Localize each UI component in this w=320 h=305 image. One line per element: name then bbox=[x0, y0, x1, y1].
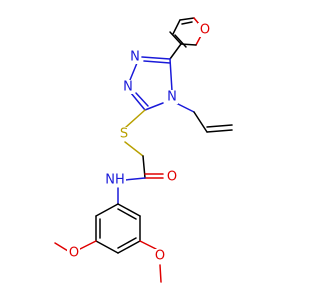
bond-furan-c4-c5 bbox=[179, 17, 195, 21]
bond-ar-6-1 bbox=[117, 203, 141, 217]
atom-label-n4: N bbox=[167, 90, 177, 105]
bond-n1-n2 bbox=[129, 62, 138, 81]
bond-n2-c3-double bbox=[135, 92, 149, 107]
bond-ch2-carbonyl bbox=[142, 155, 146, 179]
amide-group bbox=[117, 155, 164, 205]
bond-c5-n1 bbox=[141, 56, 171, 60]
atom-label-n2: N bbox=[123, 80, 133, 95]
bond-n4-ch2 bbox=[175, 102, 195, 113]
bond-furan-triazole bbox=[169, 43, 182, 60]
bond-furan-c4-c5-double bbox=[181, 21, 193, 25]
bond-o-ch3-left bbox=[54, 242, 69, 252]
bond-s-ch2 bbox=[124, 141, 144, 157]
benzene-ring bbox=[95, 203, 141, 254]
bond-n2-c3 bbox=[130, 92, 146, 111]
atom-label-amide-nh: NH bbox=[105, 173, 125, 188]
molecule-structure-diagram: O N N N S O NH O O bbox=[54, 17, 233, 283]
bond-furan-c2-link bbox=[180, 43, 197, 46]
bond-ch-ch2-terminal bbox=[206, 129, 233, 133]
atom-label-furan-o: O bbox=[200, 23, 210, 38]
atom-label-ome-o-left: O bbox=[69, 246, 79, 261]
bond-ch2-ch bbox=[193, 111, 208, 133]
bond-c3-n4 bbox=[144, 102, 164, 111]
bond-furan-c3-c4 bbox=[172, 19, 181, 35]
bond-furan-c2-c3-double bbox=[174, 34, 187, 48]
methoxy-right bbox=[139, 240, 162, 283]
bond-c3-s bbox=[125, 109, 146, 128]
triazole-ring bbox=[129, 56, 173, 111]
allyl-group bbox=[175, 102, 233, 133]
bond-ar-6-1-double bbox=[117, 208, 137, 220]
bond-carbonyl-n bbox=[124, 177, 146, 181]
bond-ar-o-right bbox=[139, 240, 157, 250]
bond-ar-4-5-double bbox=[117, 237, 137, 249]
atom-label-amide-o: O bbox=[167, 170, 177, 185]
bond-ar-3-4 bbox=[95, 240, 119, 254]
methoxy-left bbox=[54, 240, 97, 252]
bond-ch-ch2-terminal-double bbox=[206, 124, 233, 128]
bond-n4-c5 bbox=[169, 58, 173, 92]
bond-ar-4-5 bbox=[117, 240, 141, 254]
atom-label-ome-o-right: O bbox=[155, 249, 165, 264]
atom-labels: O N N N S O NH O O bbox=[67, 23, 211, 264]
bond-ar-o-left bbox=[79, 240, 97, 250]
bond-ar-1-2 bbox=[95, 203, 119, 217]
bond-c5-n1-double bbox=[143, 60, 171, 64]
molecule-svg: O N N N S O NH O O bbox=[54, 17, 233, 283]
atom-label-n1: N bbox=[130, 50, 140, 65]
bond-furan-c2-c3 bbox=[169, 31, 182, 45]
bond-o-ch3-right bbox=[159, 264, 162, 283]
atom-label-s: S bbox=[120, 127, 128, 142]
